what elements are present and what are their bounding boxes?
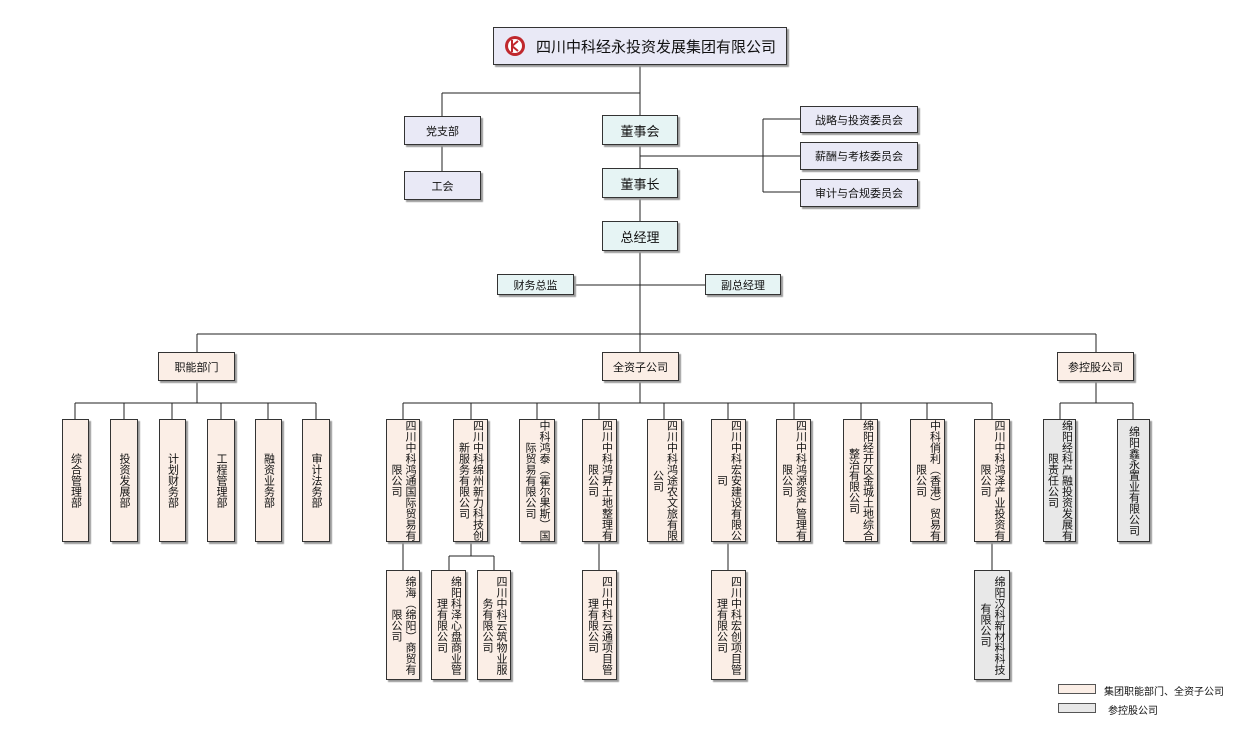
sub-subsidiary-box: 四川中科宏创项目管理有限公司 [711, 570, 746, 680]
subsidiary-label: 中科俏利（香港）贸易有限公司 [914, 420, 942, 541]
subsidiary-box: 四川中科鸿源资产管理有限公司 [776, 419, 811, 542]
finance-director-label: 财务总监 [513, 278, 558, 292]
subsidiary-label: 四川中科鸿通国际贸易有限公司 [390, 420, 417, 541]
chairman-label: 董事长 [620, 177, 660, 193]
department-box: 计划财务部 [159, 419, 186, 542]
committee-strategy-box: 战略与投资委员会 [800, 106, 918, 133]
department-label: 审计法务部 [310, 453, 323, 508]
department-box: 工程管理部 [207, 419, 235, 542]
sub-subsidiary-box: 四川中科云筑物业服务有限公司 [477, 570, 511, 680]
department-label: 投资发展部 [118, 453, 131, 508]
subsidiary-box: 中科俏利（香港）贸易有限公司 [910, 419, 945, 542]
category-label: 全资子公司 [613, 360, 668, 374]
subsidiary-box: 中科鸿泰（霍尔果斯）国际贸易有限公司 [519, 419, 555, 542]
department-label: 综合管理部 [69, 453, 83, 508]
subsidiary-label: 中科鸿泰（霍尔果斯）国际贸易有限公司 [524, 420, 551, 541]
department-label: 工程管理部 [215, 453, 228, 508]
subsidiary-box: 四川中科鸿昇土地整理有限公司 [582, 419, 617, 542]
subsidiary-box: 四川中科鸿通国际贸易有限公司 [386, 419, 420, 542]
subsidiary-box: 四川中科鸿途农文旅有限公司 [647, 419, 682, 542]
department-box: 审计法务部 [302, 419, 330, 542]
subsidiary-label: 四川中科鸿途农文旅有限公司 [651, 420, 679, 541]
department-box: 投资发展部 [110, 419, 138, 542]
department-label: 融资业务部 [262, 453, 276, 508]
company-title: 四川中科经永投资发展集团有限公司 [535, 37, 776, 56]
subsidiary-label: 四川中科鸿泽产业投资有限公司 [979, 420, 1006, 541]
holding-companies-box: 参控股公司 [1057, 352, 1134, 381]
deputy-gm-label: 副总经理 [721, 278, 765, 292]
sub-subsidiary-label: 四川中科云通项目管理有限公司 [586, 575, 614, 675]
department-box: 综合管理部 [62, 419, 89, 542]
finance-director-box: 财务总监 [497, 274, 574, 295]
deputy-gm-box: 副总经理 [705, 274, 781, 295]
union-box: 工会 [404, 171, 481, 200]
subsidiary-label: 绵阳经开区金城土地综合整治有限公司 [847, 420, 875, 541]
committee-label: 战略与投资委员会 [815, 113, 903, 127]
company-logo-icon [504, 36, 525, 56]
sub-subsidiary-label: 四川中科宏创项目管理有限公司 [715, 575, 743, 675]
category-label: 职能部门 [174, 360, 219, 374]
legend-swatch-group [1058, 684, 1096, 694]
party-branch-label: 党支部 [426, 124, 459, 138]
sub-subsidiary-label: 绵阳汉科新材料科技有限公司 [979, 575, 1006, 675]
party-branch-box: 党支部 [404, 116, 481, 145]
sub-subsidiary-box: 四川中科云通项目管理有限公司 [582, 570, 617, 680]
subsidiary-label: 四川中科绵州新力科技创新服务有限公司 [457, 420, 485, 541]
holding-label: 绵阳经科产融投资发展有限责任公司 [1046, 420, 1074, 541]
union-label: 工会 [431, 179, 454, 193]
committee-label: 审计与合规委员会 [815, 187, 903, 200]
holding-label: 绵阳鑫永置业有限公司 [1127, 425, 1141, 536]
subsidiary-label: 四川中科鸿源资产管理有限公司 [780, 420, 808, 541]
holding-box: 绵阳鑫永置业有限公司 [1117, 419, 1150, 542]
legend-swatch-holding [1058, 703, 1096, 713]
board-label: 董事会 [620, 124, 660, 140]
category-label: 参控股公司 [1068, 360, 1123, 374]
subsidiary-label: 四川中科宏安建设有限公司 [715, 420, 743, 541]
legend-label-holding: 参控股公司 [1108, 706, 1158, 717]
sub-subsidiary-label: 绵阳科泽心盘商业管理有限公司 [435, 575, 463, 675]
subsidiary-box: 绵阳经开区金城土地综合整治有限公司 [843, 419, 878, 542]
sub-subsidiary-label: 绵海（绵阳）商贸有限公司 [390, 575, 417, 675]
chairman-box: 董事长 [602, 168, 678, 198]
subsidiary-label: 四川中科鸿昇土地整理有限公司 [586, 420, 614, 541]
sub-subsidiary-label: 四川中科云筑物业服务有限公司 [481, 575, 508, 675]
sub-subsidiary-box: 绵阳汉科新材料科技有限公司 [974, 570, 1010, 680]
committee-label: 薪酬与考核委员会 [815, 150, 903, 163]
general-manager-label: 总经理 [620, 230, 660, 246]
holding-box: 绵阳经科产融投资发展有限责任公司 [1043, 419, 1076, 542]
subsidiary-box: 四川中科宏安建设有限公司 [711, 419, 746, 542]
department-box: 融资业务部 [255, 419, 282, 542]
board-box: 董事会 [602, 115, 678, 145]
company-title-box: 四川中科经永投资发展集团有限公司 [493, 27, 787, 65]
committee-compensation-box: 薪酬与考核委员会 [800, 142, 918, 170]
subsidiary-box: 四川中科绵州新力科技创新服务有限公司 [453, 419, 488, 542]
general-manager-box: 总经理 [602, 221, 678, 251]
committee-audit-box: 审计与合规委员会 [800, 179, 918, 207]
department-label: 计划财务部 [166, 453, 180, 508]
subsidiary-box: 四川中科鸿泽产业投资有限公司 [974, 419, 1010, 542]
sub-subsidiary-box: 绵阳科泽心盘商业管理有限公司 [431, 570, 466, 680]
legend-label-group: 集团职能部门、全资子公司 [1104, 687, 1224, 698]
functional-departments-box: 职能部门 [158, 352, 235, 381]
wholly-owned-box: 全资子公司 [602, 352, 679, 381]
sub-subsidiary-box: 绵海（绵阳）商贸有限公司 [386, 570, 420, 680]
